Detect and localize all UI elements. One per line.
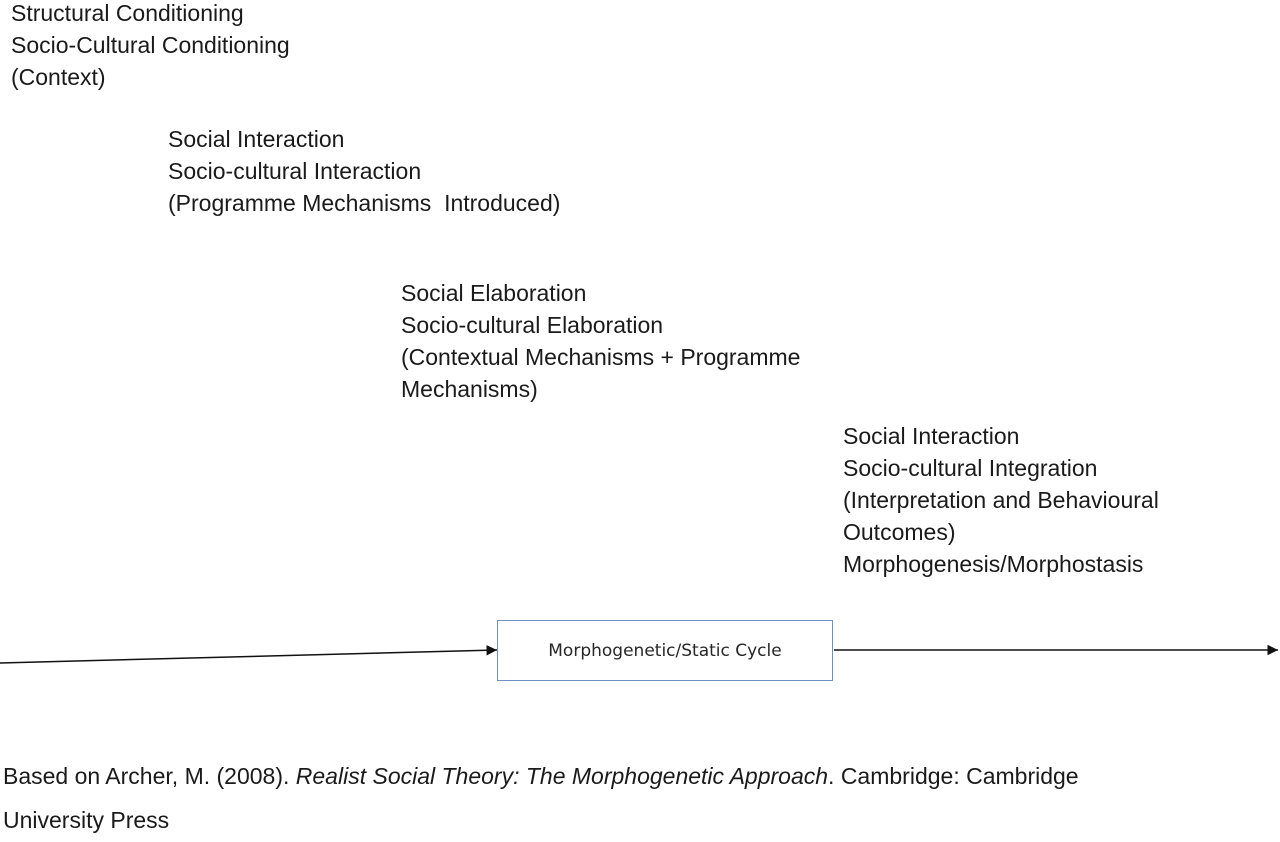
cycle-label: Morphogenetic/Static Cycle [548,640,782,661]
stage-structural-conditioning: Structural Conditioning Socio-Cultural C… [11,0,290,93]
stage-4-line-1: Social Interaction [843,423,1020,449]
timeline-arrow-left [0,645,498,664]
stage-1-line-1: Structural Conditioning [11,0,244,26]
stage-social-elaboration: Social Elaboration Socio-cultural Elabor… [401,277,800,405]
stage-3-line-2: Socio-cultural Elaboration [401,312,664,338]
stage-3-line-1: Social Elaboration [401,280,587,306]
stage-3-line-3: (Contextual Mechanisms + Programme [401,344,801,370]
citation-title: Realist Social Theory: The Morphogenetic… [295,763,829,789]
stage-3-line-4: Mechanisms) [401,376,538,402]
stage-2-line-1: Social Interaction [168,126,345,152]
stage-2-line-2: Socio-cultural Interaction [168,158,422,184]
citation-line-2: University Press [3,807,170,833]
stage-4-line-4: Outcomes) [843,519,956,545]
stage-social-integration: Social Interaction Socio-cultural Integr… [843,420,1159,580]
stage-2-line-3: (Programme Mechanisms Introduced) [168,190,561,216]
stage-1-line-3: (Context) [11,64,106,90]
citation-suffix: . Cambridge: Cambridge [828,763,1079,789]
stage-4-line-2: Socio-cultural Integration [843,455,1098,481]
citation: Based on Archer, M. (2008). Realist Soci… [3,754,1273,842]
stage-social-interaction: Social Interaction Socio-cultural Intera… [168,123,560,219]
stage-4-line-3: (Interpretation and Behavioural [843,487,1159,513]
stage-4-line-5: Morphogenesis/Morphostasis [843,551,1144,577]
citation-prefix: Based on Archer, M. (2008). [3,763,296,789]
cycle-box: Morphogenetic/Static Cycle [497,620,833,681]
stage-1-line-2: Socio-Cultural Conditioning [11,32,290,58]
